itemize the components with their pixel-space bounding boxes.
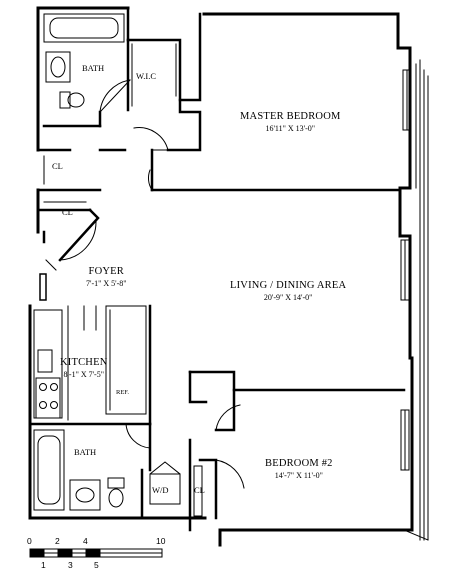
closet-bedroom2-label: CL <box>194 485 205 495</box>
left-wall-lower <box>28 304 207 520</box>
wic-label: W.I.C <box>136 71 156 81</box>
bedroom2-label: BEDROOM #2 14'-7" X 11'-0" <box>265 454 333 480</box>
bedroom2-name: BEDROOM #2 <box>265 458 333 469</box>
facade-glazing <box>403 59 429 541</box>
closet-upper-label: CL <box>52 161 63 171</box>
scale-tick-3: 3 <box>68 560 73 570</box>
toilet-top <box>59 91 71 109</box>
scale-tick-5: 5 <box>94 560 99 570</box>
master-bedroom-name: MASTER BEDROOM <box>240 111 341 122</box>
kitchen-name: KITCHEN <box>60 357 108 368</box>
living-dining-dims: 20'-9" X 14'-0" <box>263 293 313 302</box>
right-wall-master <box>396 12 412 66</box>
door-swings <box>59 79 245 489</box>
windows <box>400 69 412 471</box>
living-dining-label: LIVING / DINING AREA 20'-9" X 14'-0" <box>230 276 346 302</box>
wd-box <box>149 473 181 505</box>
kitchen-dims: 8'-1" X 7'-5" <box>63 370 104 379</box>
living-dining-name: LIVING / DINING AREA <box>230 280 347 291</box>
ref-label: REF. <box>116 389 130 396</box>
master-bedroom-dims: 16'11" X 13'-0" <box>265 124 316 133</box>
foyer-pier <box>39 273 47 301</box>
bath-top-label: BATH <box>82 63 105 73</box>
wd-label: W/D <box>152 485 169 495</box>
scale-bar <box>29 548 163 558</box>
scale-tick-10: 10 <box>156 536 166 546</box>
right-wall-living-2 <box>218 356 414 547</box>
scale-tick-4: 4 <box>83 536 88 546</box>
interior-walls <box>28 6 406 532</box>
scale-tick-1: 1 <box>41 560 46 570</box>
right-wall-outer-1 <box>398 62 412 198</box>
exterior-walls <box>28 6 414 547</box>
fixtures <box>33 13 203 517</box>
ref-box <box>105 305 147 415</box>
bedroom2-dims: 14'-7" X 11'-0" <box>274 471 323 480</box>
bathtub-top <box>43 13 125 43</box>
kitchen-label: KITCHEN 8'-1" X 7'-5" <box>60 353 107 379</box>
bathtub-bottom <box>33 429 65 511</box>
scale-tick-0: 0 <box>27 536 32 546</box>
stove <box>35 377 61 419</box>
scale-tick-2: 2 <box>55 536 60 546</box>
closet-lower-label: CL <box>62 207 73 217</box>
foyer-label: FOYER 7'-1" X 5'-8" <box>86 262 127 288</box>
master-bedroom-label: MASTER BEDROOM 16'11" X 13'-0" <box>240 107 341 133</box>
right-wall-living <box>398 194 412 360</box>
bath-bottom-label: BATH <box>74 447 97 457</box>
foyer-name: FOYER <box>88 266 124 277</box>
sink-top <box>45 51 71 83</box>
foyer-dims: 7'-1" X 5'-8" <box>86 279 127 288</box>
